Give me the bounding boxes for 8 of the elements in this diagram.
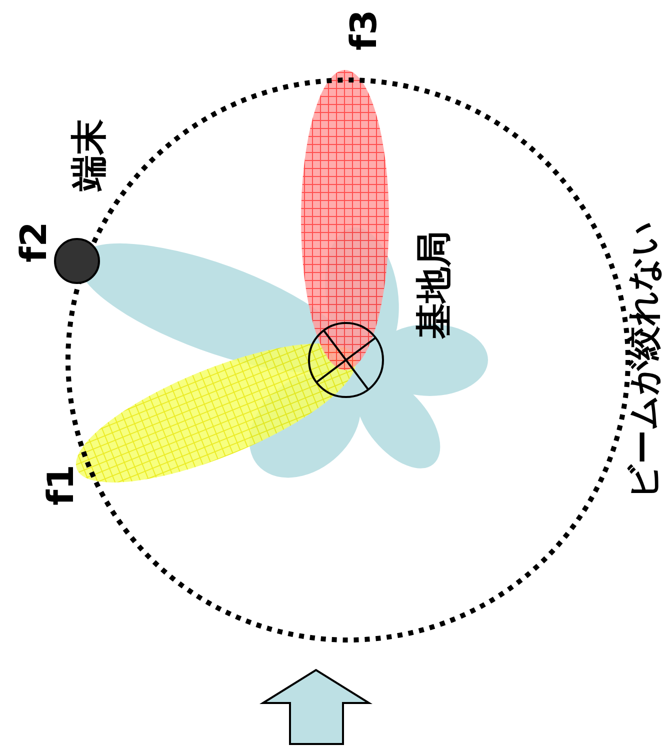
frequency-label: f3 [347, 10, 383, 50]
note-text: ビームが絞れない [627, 221, 661, 499]
frequency-label: f1 [44, 464, 80, 506]
frequency-label: f2 [17, 222, 53, 262]
terminal-dot [54, 238, 100, 284]
base-station-label: 基地局 [417, 231, 453, 339]
base-station-symbol [308, 322, 384, 398]
terminal-label: 端末 [72, 119, 108, 191]
